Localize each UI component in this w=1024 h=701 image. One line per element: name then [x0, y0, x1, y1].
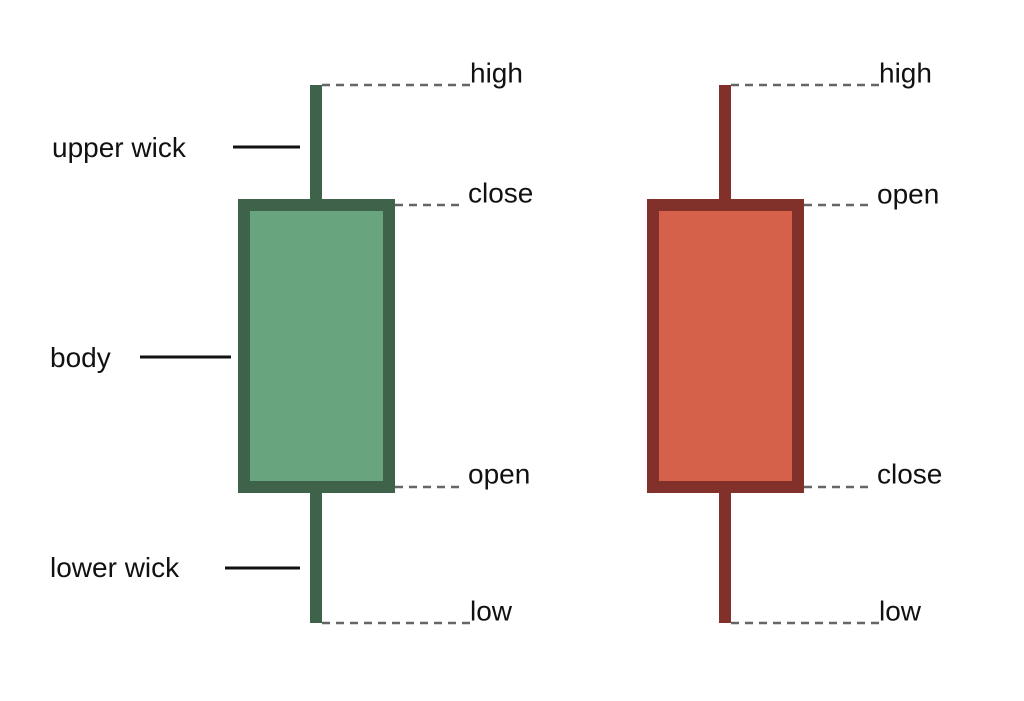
- bullish-candlestick: [238, 85, 395, 623]
- bullish-open-label: open: [468, 458, 530, 489]
- bullish-close-label: close: [468, 177, 533, 208]
- bullish-high-label: high: [470, 57, 523, 88]
- bearish-high-label: high: [879, 57, 932, 88]
- bullish-low-label: low: [470, 595, 513, 626]
- bearish-open-label: open: [877, 178, 939, 209]
- lower-wick-label: lower wick: [50, 552, 180, 583]
- bullish-body: [238, 199, 395, 493]
- bearish-candlestick: [647, 85, 804, 623]
- bearish-body: [647, 199, 804, 493]
- upper-wick-label: upper wick: [52, 132, 187, 163]
- bearish-close-label: close: [877, 458, 942, 489]
- bearish-low-label: low: [879, 595, 922, 626]
- body-label: body: [50, 342, 111, 373]
